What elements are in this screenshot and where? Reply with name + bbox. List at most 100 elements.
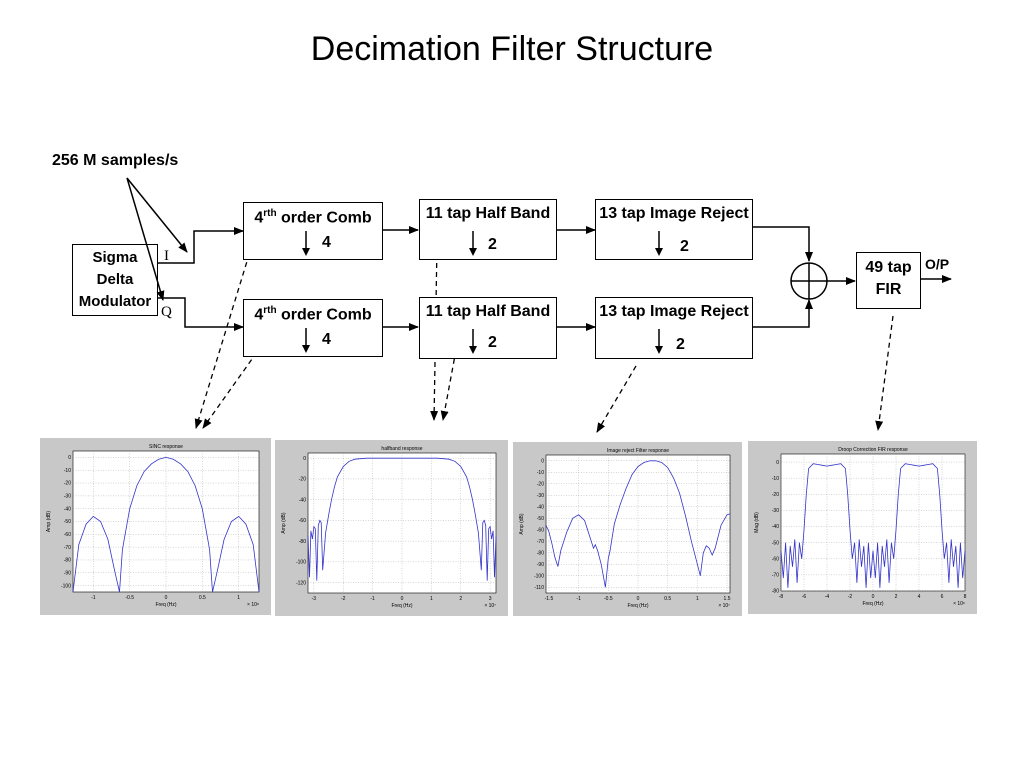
chart-title: Image reject Filter response xyxy=(607,448,669,454)
input-rate-pointer-i xyxy=(126,177,188,253)
x-tick-label: -0.5 xyxy=(604,596,613,602)
y-tick-label: -90 xyxy=(64,570,71,576)
x-tick-label: -1 xyxy=(370,596,375,602)
image-reject-filter-title: 13 tap Image Reject xyxy=(599,205,749,222)
comb-q-response-pointer xyxy=(202,344,263,429)
y-tick-label: -10 xyxy=(537,470,544,476)
input-rate-label: 256 M samples/s xyxy=(52,152,179,169)
q-branch-label: Q xyxy=(161,304,172,320)
x-tick-label: 4 xyxy=(918,594,921,600)
x-axis-multiplier: × 10⁷ xyxy=(718,603,730,609)
y-tick-label: -30 xyxy=(64,494,71,500)
x-axis-label: Freq (Hz) xyxy=(155,602,176,608)
downsample-arrow-icon xyxy=(469,231,477,256)
y-tick-label: -110 xyxy=(534,585,544,591)
halfband-filter-title: 11 tap Half Band xyxy=(425,205,551,222)
y-tick-label: -20 xyxy=(299,477,306,483)
x-tick-label: -4 xyxy=(825,594,830,600)
summing-junction-icon xyxy=(790,262,828,300)
x-axis-label: Freq (Hz) xyxy=(862,601,883,607)
comb-decimation-factor: 4 xyxy=(322,331,331,348)
modulator-line-2: Delta xyxy=(96,271,134,288)
imagereject-to-summer-i xyxy=(752,226,813,262)
output-label: O/P xyxy=(925,256,950,272)
comb-filter-block-q: 4rth order Comb 4 xyxy=(243,299,383,357)
y-tick-label: -60 xyxy=(537,527,544,533)
x-tick-label: -1 xyxy=(576,596,581,602)
chart-title: SINC response xyxy=(149,444,183,450)
y-tick-label: -120 xyxy=(296,580,306,586)
x-tick-label: 0 xyxy=(872,594,875,600)
x-tick-label: 2 xyxy=(895,594,898,600)
comb-filter-block-i: 4rth order Comb 4 xyxy=(243,202,383,260)
y-tick-label: -80 xyxy=(64,558,71,564)
halfband-q-response-pointer xyxy=(440,349,457,421)
q-path-to-comb xyxy=(158,297,244,331)
x-tick-label: 0 xyxy=(165,595,168,601)
x-tick-label: 0 xyxy=(637,596,640,602)
y-tick-label: -50 xyxy=(772,540,779,546)
response-trace xyxy=(307,457,497,581)
comb-filter-title: 4rth order Comb xyxy=(254,305,372,324)
sigma-delta-modulator-block: Sigma Delta Modulator xyxy=(72,244,158,316)
y-tick-label: -80 xyxy=(772,589,779,595)
x-axis-multiplier: × 10⁸ xyxy=(247,602,259,608)
fir-filter-block: 49 tap FIR xyxy=(856,252,921,309)
y-tick-label: -40 xyxy=(537,504,544,510)
y-tick-label: -100 xyxy=(534,573,544,579)
comb-filter-title: 4rth order Comb xyxy=(254,208,372,227)
image-reject-filter-title: 13 tap Image Reject xyxy=(599,303,749,320)
x-axis-label: Freq (Hz) xyxy=(627,603,648,609)
modulator-line-1: Sigma xyxy=(92,249,138,266)
downsample-arrow-icon xyxy=(655,231,663,256)
y-axis-label: Amp (dB) xyxy=(519,513,525,534)
x-tick-label: -8 xyxy=(779,594,784,600)
x-axis-multiplier: × 10⁷ xyxy=(484,603,496,609)
downsample-arrow-icon xyxy=(655,329,663,354)
chart-title: halfband response xyxy=(381,446,422,452)
x-tick-label: -2 xyxy=(341,596,346,602)
y-tick-label: -40 xyxy=(772,524,779,530)
imagereject-response-pointer xyxy=(596,365,637,433)
downsample-arrow-icon xyxy=(302,231,310,256)
y-tick-label: 0 xyxy=(776,460,779,466)
y-axis-label: Amp (dB) xyxy=(281,512,287,533)
halfband-i-response-pointer xyxy=(430,244,439,421)
y-tick-label: -100 xyxy=(61,583,71,589)
y-tick-label: -80 xyxy=(537,550,544,556)
x-tick-label: -2 xyxy=(848,594,853,600)
y-tick-label: -60 xyxy=(772,556,779,562)
y-tick-label: -70 xyxy=(537,539,544,545)
x-tick-label: -1 xyxy=(91,595,96,601)
slide-title: Decimation Filter Structure xyxy=(310,30,714,68)
downsample-arrow-icon xyxy=(469,329,477,354)
image-reject-decimation-factor: 2 xyxy=(680,238,689,255)
y-tick-label: -60 xyxy=(299,518,306,524)
response-trace xyxy=(72,456,260,593)
x-tick-label: 1.5 xyxy=(724,596,731,602)
x-tick-label: 0.5 xyxy=(199,595,206,601)
x-tick-label: -3 xyxy=(312,596,317,602)
x-tick-label: 0.5 xyxy=(664,596,671,602)
x-tick-label: 1 xyxy=(430,596,433,602)
halfband-filter-title: 11 tap Half Band xyxy=(425,303,551,320)
halfband-decimation-factor: 2 xyxy=(488,236,497,253)
x-tick-label: 0 xyxy=(401,596,404,602)
i-branch-label: I xyxy=(164,248,169,264)
y-tick-label: 0 xyxy=(541,458,544,464)
comb-i-response-pointer xyxy=(194,244,253,429)
x-tick-label: 6 xyxy=(941,594,944,600)
x-axis-label: Freq (Hz) xyxy=(391,603,412,609)
y-tick-label: 0 xyxy=(303,456,306,462)
fir-response-pointer xyxy=(875,315,894,431)
response-trace xyxy=(545,460,731,588)
y-tick-label: -30 xyxy=(537,493,544,499)
y-tick-label: -70 xyxy=(772,573,779,579)
